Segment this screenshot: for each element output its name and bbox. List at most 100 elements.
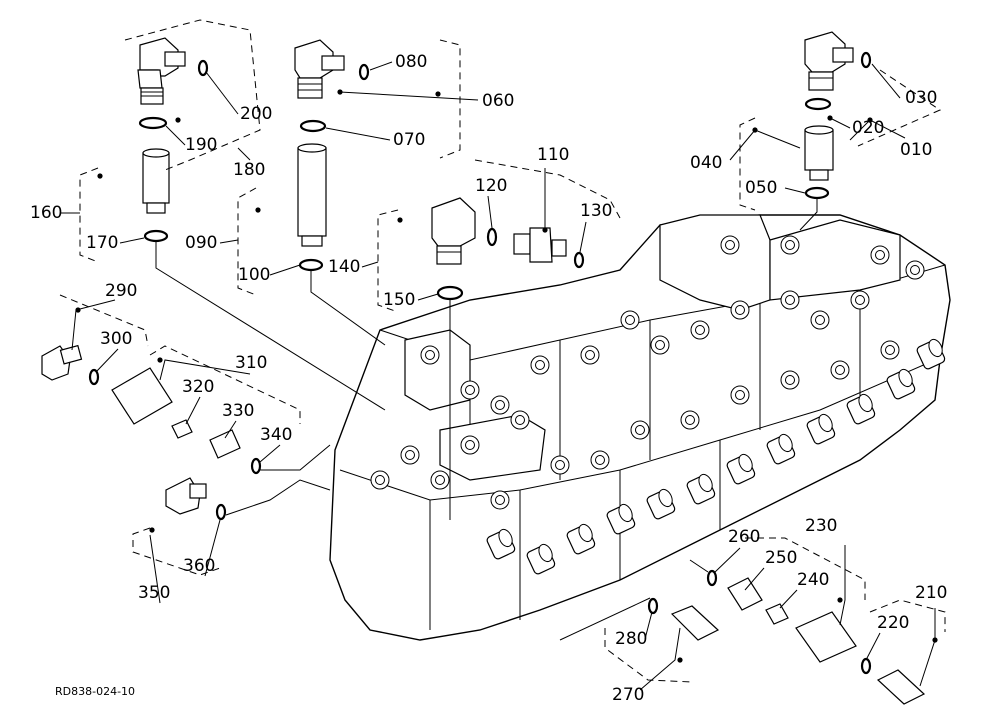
port-bore xyxy=(855,295,865,305)
port-bore xyxy=(495,495,505,505)
callout-dot xyxy=(542,227,548,233)
callout-dot xyxy=(175,117,181,123)
adapter-040 xyxy=(804,125,834,181)
callout-dot xyxy=(837,597,843,603)
extension-090 xyxy=(297,143,327,247)
callout-210: 210 xyxy=(915,583,947,603)
elbow-fitting-060 xyxy=(294,39,345,99)
adapter-160 xyxy=(142,148,170,214)
callout-leader-140 xyxy=(361,261,379,268)
callout-310: 310 xyxy=(235,353,267,373)
callout-dot xyxy=(677,657,683,663)
port-bore xyxy=(595,455,605,465)
callout-leaders xyxy=(60,61,938,691)
callout-leader-270 xyxy=(639,627,681,691)
adapter-230 xyxy=(795,611,857,663)
callout-140: 140 xyxy=(328,257,360,277)
callout-leader-250 xyxy=(744,567,765,591)
callout-160: 160 xyxy=(30,203,62,223)
callout-labels: 0100200300400500600700800901001101201301… xyxy=(30,52,947,705)
port-bore xyxy=(875,250,885,260)
callout-250: 250 xyxy=(765,548,797,568)
port-bore xyxy=(515,415,525,425)
callout-leader-260 xyxy=(713,547,741,574)
callout-leader-170 xyxy=(119,237,145,244)
callout-110: 110 xyxy=(537,145,569,165)
port-bore xyxy=(585,350,595,360)
o-ring-340 xyxy=(250,457,262,475)
o-ring-120 xyxy=(486,227,498,247)
o-ring-220 xyxy=(860,657,872,675)
callout-leader-280 xyxy=(644,611,653,640)
drawing-code: RD838-024-10 xyxy=(55,685,135,698)
o-ring-030 xyxy=(860,51,872,69)
callout-leader-030 xyxy=(871,63,901,99)
elbow-fitting-200 xyxy=(137,37,186,105)
callout-220: 220 xyxy=(877,613,909,633)
callout-dot xyxy=(827,115,833,121)
callout-dot xyxy=(752,127,758,133)
o-ring-080 xyxy=(358,63,370,81)
callout-leader-320 xyxy=(185,396,201,425)
spool-end xyxy=(778,433,793,453)
port-bore xyxy=(785,240,795,250)
port-bore xyxy=(785,375,795,385)
spool-end xyxy=(578,523,593,543)
callout-030: 030 xyxy=(905,88,937,108)
group-brackets xyxy=(59,19,946,683)
callout-dot xyxy=(157,357,163,363)
callout-dot xyxy=(255,207,261,213)
fitting-250 xyxy=(727,577,763,611)
o-ring-360 xyxy=(215,503,227,521)
callout-150: 150 xyxy=(383,290,415,310)
callout-100: 100 xyxy=(238,265,270,285)
callout-050: 050 xyxy=(745,178,777,198)
callout-120: 120 xyxy=(475,176,507,196)
port-bore xyxy=(695,325,705,335)
control-valve-body xyxy=(329,214,951,641)
callout-290: 290 xyxy=(105,281,137,301)
restrictor-240 xyxy=(765,603,789,625)
callout-leader-120 xyxy=(487,195,493,229)
callout-270: 270 xyxy=(612,685,644,705)
callout-020: 020 xyxy=(852,118,884,138)
callout-260: 260 xyxy=(728,527,760,547)
callout-leader-300 xyxy=(95,348,119,373)
o-ring-190 xyxy=(138,116,168,130)
callout-200: 200 xyxy=(240,104,272,124)
callout-leader-060 xyxy=(339,91,479,101)
callout-dot xyxy=(75,307,81,313)
port-bore xyxy=(655,340,665,350)
callout-dot xyxy=(932,637,938,643)
callout-leader-050 xyxy=(784,187,806,194)
spool-end xyxy=(538,543,553,563)
callout-leader-310 xyxy=(159,359,251,381)
port-bore xyxy=(465,440,475,450)
assembly-leader-lines xyxy=(155,198,818,641)
spool-end xyxy=(898,368,913,388)
port-bore xyxy=(835,365,845,375)
restrictor-320 xyxy=(171,419,193,439)
spool-end xyxy=(658,488,673,508)
spool-end xyxy=(618,503,633,523)
o-ring-300 xyxy=(88,368,100,386)
adapter-310 xyxy=(111,367,173,425)
callout-170: 170 xyxy=(86,233,118,253)
callout-010: 010 xyxy=(900,140,932,160)
callout-leader-020 xyxy=(829,117,851,129)
port-bore xyxy=(635,425,645,435)
callout-leader-150 xyxy=(417,293,439,301)
port-bore xyxy=(725,240,735,250)
callout-leader-330 xyxy=(224,420,237,439)
spool-end xyxy=(738,453,753,473)
spool-end xyxy=(818,413,833,433)
callout-350: 350 xyxy=(138,583,170,603)
callout-leader-200 xyxy=(205,71,239,115)
port-bore xyxy=(735,390,745,400)
fitting-270 xyxy=(670,605,720,641)
callout-leader-230 xyxy=(839,545,846,626)
spool-end xyxy=(928,338,943,358)
port-bore xyxy=(375,475,385,485)
callout-320: 320 xyxy=(182,377,214,397)
callout-leader-100 xyxy=(269,264,301,276)
